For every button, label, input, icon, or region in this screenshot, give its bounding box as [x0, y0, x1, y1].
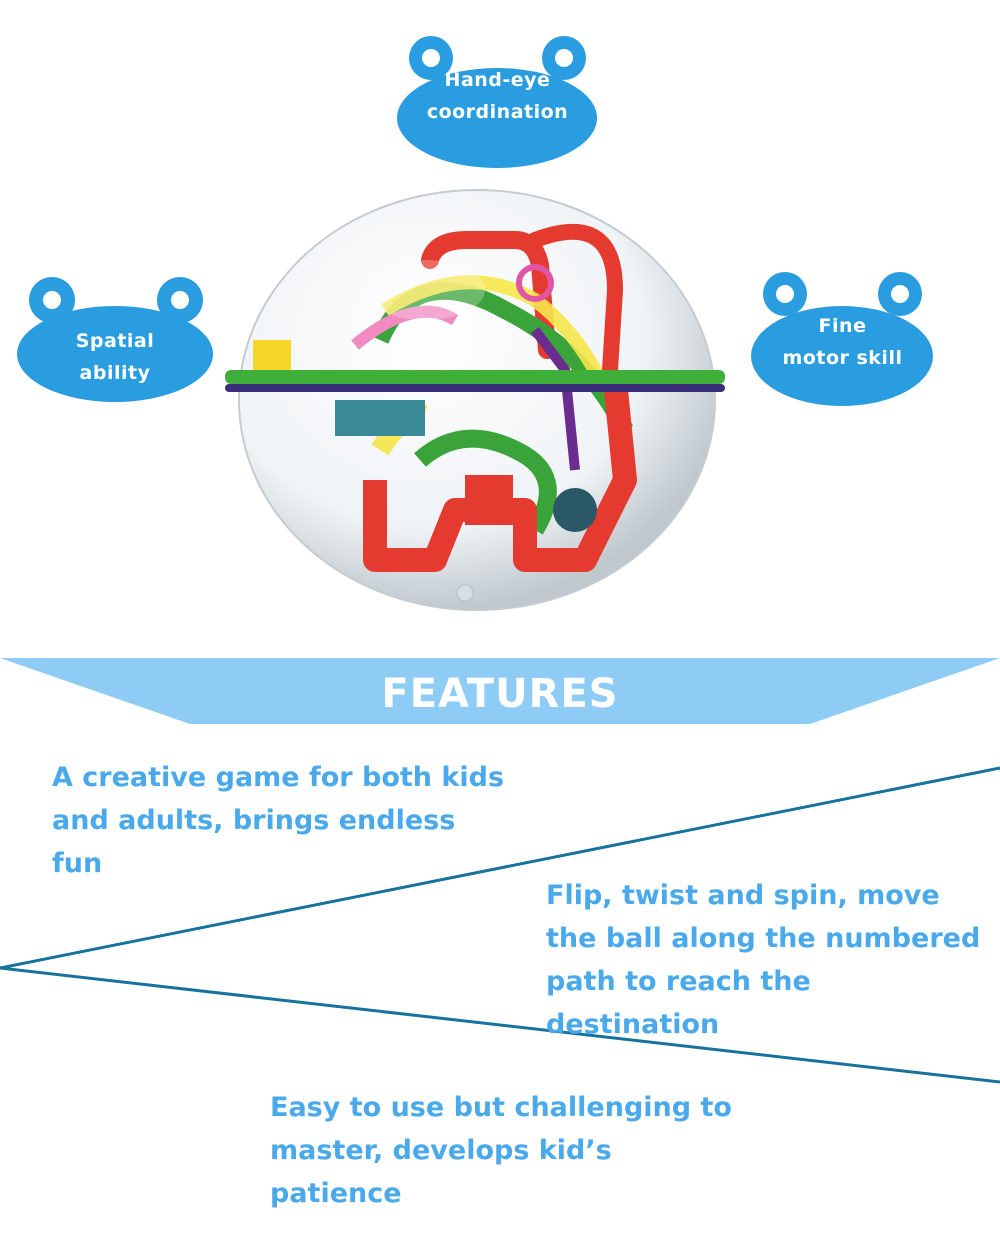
feature-item-1: A creative game for both kids and adults… [52, 762, 505, 879]
clear-sphere [238, 189, 716, 611]
maze-ball-toy-image [225, 189, 725, 611]
feature-item-2: Flip, twist and spin, move the ball alon… [546, 880, 981, 1040]
bear-head-icon [751, 272, 933, 406]
bear-head-icon [17, 277, 213, 402]
hand-eye-coordination-label: Hand-eye coordination [426, 69, 569, 123]
spatial-ability-bubble: Spatial ability [15, 268, 215, 403]
spatial-ability-label: Spatial ability [75, 330, 155, 384]
features-title: FEATURES [381, 671, 619, 717]
divider-lines [0, 766, 1000, 1084]
maze-platform [225, 370, 725, 384]
feature-item-3: Easy to use but challenging to master, d… [270, 1092, 732, 1209]
features-banner [0, 658, 1000, 724]
bear-head-icon [397, 36, 597, 168]
fine-motor-skill-label: Fine motor skill [782, 315, 903, 369]
fine-motor-skill-bubble: Fine motor skill [750, 264, 935, 407]
hand-eye-coordination-bubble: Hand-eye coordination [395, 28, 600, 168]
